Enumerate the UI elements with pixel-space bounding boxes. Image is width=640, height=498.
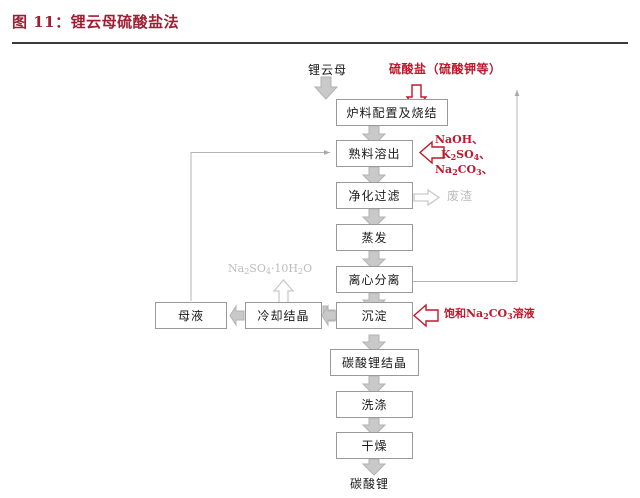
node-wash[interactable]: 洗涤 xyxy=(336,391,413,418)
arrow-cooling-to-byproduct xyxy=(272,279,295,304)
arrow-evaporate-to-centrifuge xyxy=(361,250,387,271)
page-title: 图 11：锂云母硫酸盐法 xyxy=(12,13,180,31)
arrow-precipitate-to-crystallize xyxy=(361,334,387,354)
arrow-reagents-to-leach xyxy=(418,140,445,165)
label-saturated-na2co3: 饱和Na2CO3溶液 xyxy=(444,307,535,321)
arrow-precipitate-to-cooling xyxy=(321,304,337,327)
node-lithium-carbonate-crystallization[interactable]: 碳酸锂结晶 xyxy=(330,349,419,376)
label-product: 碳酸锂 xyxy=(350,477,390,491)
node-leach[interactable]: 熟料溶出 xyxy=(336,140,413,167)
node-dry[interactable]: 干燥 xyxy=(336,432,413,459)
arrow-leach-to-purify xyxy=(361,166,387,187)
label-reagent-k2so4: K2SO4、 xyxy=(441,148,491,162)
arrow-cooling-to-motherliquor xyxy=(229,304,245,327)
arrow-purify-to-evaporate xyxy=(361,208,387,229)
figure-title-block: 图 11：锂云母硫酸盐法 xyxy=(12,12,628,44)
node-sinter[interactable]: 炉料配置及烧结 xyxy=(336,99,448,126)
arrow-crystallize-to-wash xyxy=(361,375,387,396)
node-cooling-crystallization[interactable]: 冷却结晶 xyxy=(245,302,322,329)
node-precipitate[interactable]: 沉淀 xyxy=(336,302,413,329)
recycle-line-motherliquor-to-leach xyxy=(190,150,330,301)
arrow-purify-to-waste xyxy=(413,188,441,207)
node-purify[interactable]: 净化过滤 xyxy=(336,182,413,209)
arrow-na2co3-to-precipitate xyxy=(412,303,439,328)
label-feed: 锂云母 xyxy=(308,63,348,77)
arrow-dry-to-product xyxy=(361,458,387,476)
label-reagent-naoh: NaOH、 xyxy=(435,133,484,146)
label-waste: 废渣 xyxy=(447,189,474,203)
recycle-line-centrifuge-to-top xyxy=(413,90,520,282)
label-sulfate: 硫酸盐（硫酸钾等） xyxy=(389,62,502,76)
label-byproduct: Na2SO4·10H2O xyxy=(228,262,313,276)
arrow-feed-to-sinter xyxy=(313,76,339,100)
title-divider xyxy=(12,42,628,44)
node-mother-liquor[interactable]: 母液 xyxy=(155,302,227,329)
arrow-wash-to-dry xyxy=(361,417,387,437)
node-evaporate[interactable]: 蒸发 xyxy=(336,224,413,251)
node-centrifuge[interactable]: 离心分离 xyxy=(336,266,413,293)
label-reagent-na2co3: Na2CO3、 xyxy=(435,163,493,177)
arrow-sinter-to-leach xyxy=(361,125,387,146)
